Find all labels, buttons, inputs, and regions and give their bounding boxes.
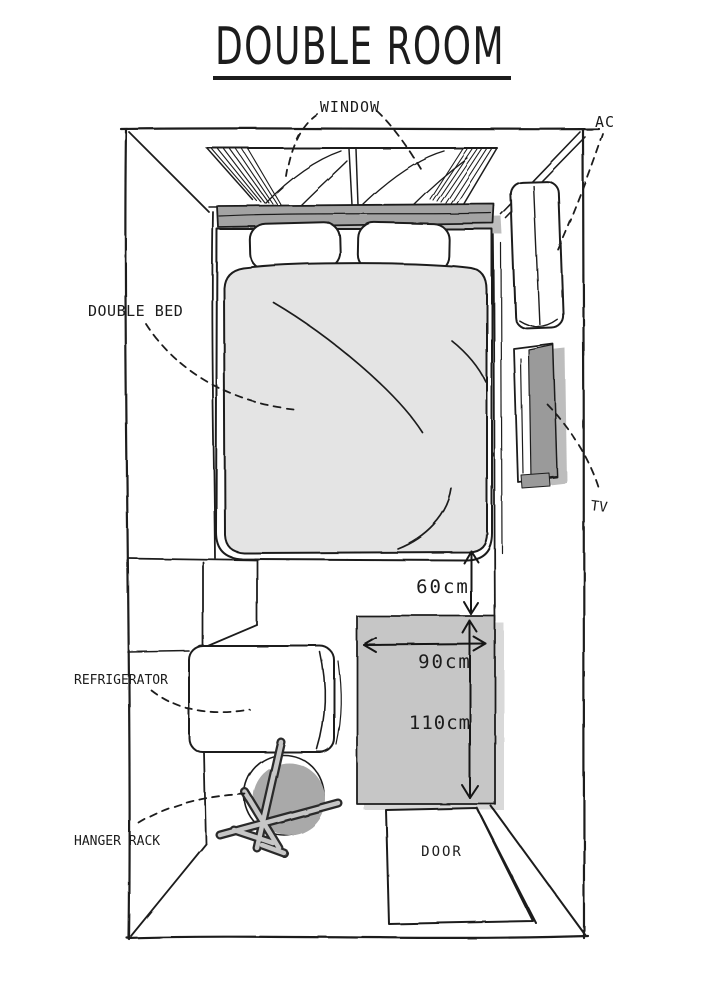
tv-leader	[546, 403, 601, 493]
door-label: DOOR	[421, 844, 463, 860]
tv-foot	[520, 472, 551, 489]
ac-unit	[509, 180, 565, 330]
rug	[356, 615, 504, 810]
tv	[513, 343, 567, 489]
measure-90cm-label: 90cm	[418, 651, 472, 673]
duvet-creases	[273, 302, 487, 550]
hanger-rack-label: HANGER RACK	[74, 834, 160, 849]
window-hatch-right	[429, 147, 493, 206]
wall-right	[581, 128, 586, 940]
window-label: WINDOW	[320, 98, 380, 116]
inner-wall-right	[492, 209, 496, 622]
tv-panel	[528, 344, 558, 480]
wall-bottom	[125, 934, 590, 940]
measure-60cm-label: 60cm	[416, 576, 470, 598]
wall-left	[124, 128, 131, 941]
hanger-rack-leader	[138, 793, 248, 824]
page-title: DOUBLE ROOM	[215, 17, 505, 77]
text-layer: DOUBLE ROOM WINDOW AC DOUBLE BED TV REFR…	[74, 17, 615, 860]
tv-screen-edge	[520, 358, 524, 474]
ac-seam	[532, 185, 541, 325]
ac-bottom-cap	[518, 318, 558, 328]
measure-110cm-label: 110cm	[409, 712, 471, 734]
tv-label: TV	[590, 498, 609, 516]
window	[206, 147, 498, 208]
inner-wall-right-double	[500, 242, 503, 554]
wall-top	[119, 127, 601, 131]
window-right-edge	[461, 147, 498, 208]
double-bed-leader	[145, 323, 294, 410]
headboard-edge-line	[218, 212, 492, 217]
arrow-90cm	[363, 636, 487, 653]
ac-leader	[556, 133, 604, 253]
door-area	[385, 805, 587, 937]
arrow-60cm	[463, 550, 479, 615]
refrigerator-body	[188, 645, 335, 753]
window-hatch-left	[211, 148, 282, 206]
hanger-rack-poles	[215, 737, 343, 858]
inner-wall-left	[211, 211, 216, 559]
refrigerator-door-edge	[335, 660, 342, 745]
refrigerator-door-line	[316, 651, 326, 750]
ledge-line	[127, 650, 190, 653]
window-leader-right	[376, 110, 423, 172]
duvet	[223, 262, 488, 554]
hanger-rack	[215, 737, 343, 858]
door-leaf-outer	[490, 805, 587, 937]
leader-lines	[138, 110, 604, 824]
refrigerator	[188, 645, 342, 753]
headboard	[216, 203, 495, 228]
window-mullion	[348, 148, 359, 206]
corner-top-left	[128, 131, 210, 213]
double-bed-label: DOUBLE BED	[88, 302, 183, 320]
double-bed	[215, 203, 502, 561]
rug-main	[356, 615, 496, 805]
arrow-110cm	[461, 620, 479, 799]
window-left-edge	[206, 147, 254, 201]
window-glass-reflections	[265, 150, 468, 207]
refrigerator-label: REFRIGERATOR	[74, 673, 168, 688]
window-leader-left	[285, 113, 318, 177]
nightstand	[127, 557, 258, 649]
room-outline	[119, 127, 601, 941]
refrigerator-leader	[150, 689, 251, 714]
ac-label: AC	[595, 113, 615, 131]
corner-bottom-left	[130, 843, 207, 937]
door-leaf-inner	[476, 807, 537, 924]
measurement-arrows	[363, 550, 487, 799]
door-mat	[385, 807, 534, 925]
